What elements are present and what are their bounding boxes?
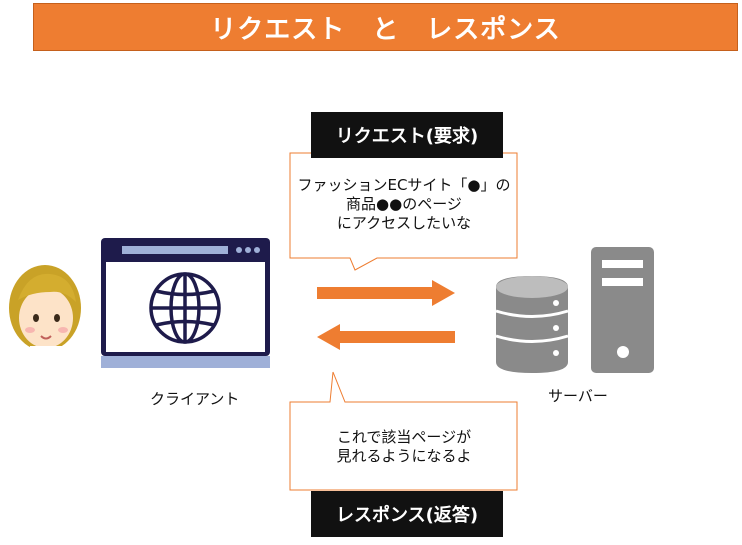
response-line: これで該当ページが (336, 428, 472, 446)
request-bubble-text: ファッションECサイト「●」の 商品●●のページ にアクセスしたいな (292, 176, 516, 233)
server-caption: サーバー (548, 387, 608, 405)
response-bubble-text: これで該当ページが 見れるようになるよ (292, 428, 516, 466)
request-line: 商品●●のページ (346, 195, 462, 213)
response-label: レスポンス(返答) (311, 491, 503, 537)
request-line: ファッションECサイト「●」の (297, 176, 511, 194)
server-tower-icon (591, 247, 654, 373)
globe-icon (149, 272, 221, 344)
response-bubble (289, 371, 518, 491)
request-bubble (289, 152, 518, 271)
database-icon (495, 276, 569, 373)
response-arrow (317, 324, 455, 350)
response-line: 見れるようになるよ (336, 447, 472, 465)
request-label: リクエスト(要求) (311, 112, 503, 158)
page-title: リクエスト と レスポンス (33, 3, 738, 51)
request-arrow (317, 280, 455, 306)
client-caption: クライアント (150, 390, 240, 408)
request-line: にアクセスしたいな (336, 214, 472, 232)
person-icon (9, 265, 81, 356)
